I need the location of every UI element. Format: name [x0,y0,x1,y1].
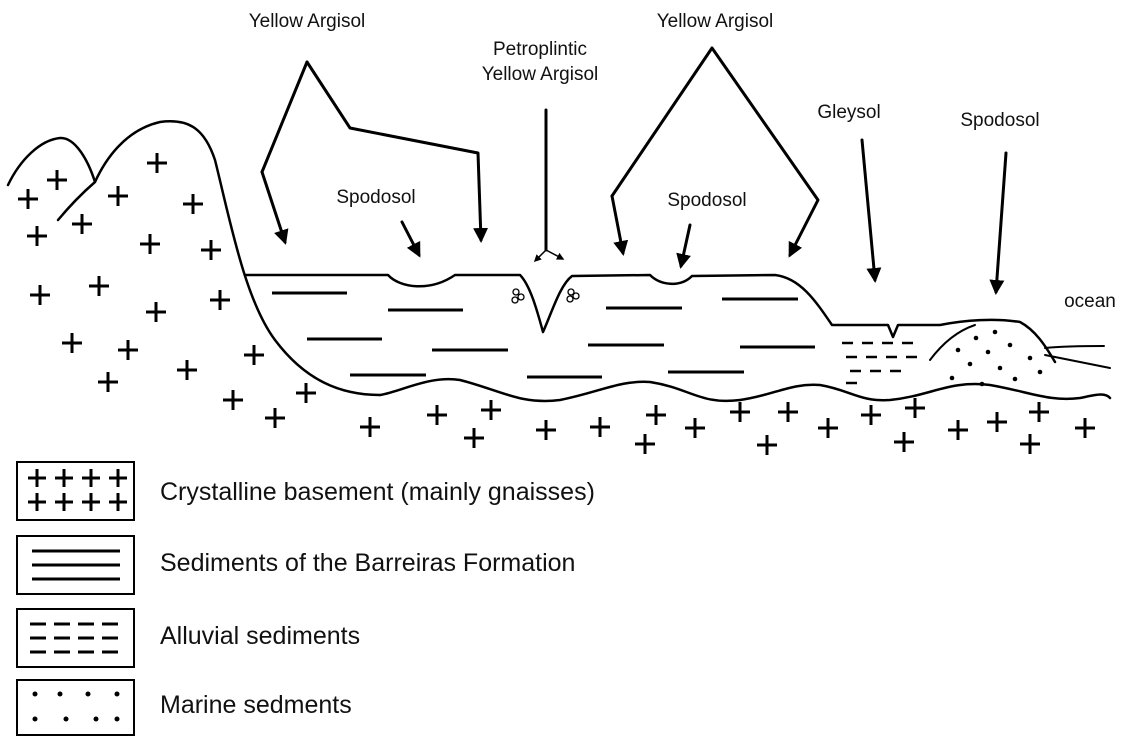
arrow-spodosol-left [402,222,419,255]
arrow-spodosol-middle [681,225,690,266]
cross-mark [265,408,285,428]
legend: Crystalline basement (mainly gnaisses) S… [17,462,595,735]
alluvial-sediments [842,343,917,383]
cross-mark [223,390,243,410]
label-yellow-argisol-left: Yellow Argisol [249,11,366,32]
arrow-spodosol-right [996,153,1006,292]
cross-mark [536,420,556,440]
label-petroplintic-line2: Yellow Argisol [482,64,599,85]
cross-mark [140,234,160,254]
cross-mark [27,226,47,246]
arrow-yellow-argisol-right-left [612,196,623,253]
label-spodosol-right: Spodosol [960,110,1039,131]
label-ocean: ocean [1064,291,1116,312]
cross-mark [905,398,925,418]
cross-mark [646,405,666,425]
cross-mark [685,418,705,438]
cross-mark [30,285,50,305]
barreiras-sediments [272,293,815,377]
cross-mark [948,420,968,440]
legend-item-crystalline: Crystalline basement (mainly gnaisses) [17,462,595,520]
legend-item-marine: Marine sedments [17,680,352,735]
cross-mark [464,428,484,448]
legend-item-barreiras: Sediments of the Barreiras Formation [17,536,575,594]
cross-mark [778,402,798,422]
cross-mark [757,435,777,455]
label-petroplintic-line1: Petroplintic [493,39,587,60]
cross-mark [427,405,447,425]
cross-mark [210,290,230,310]
legend-swatch-dots [17,680,134,735]
arrow-yellow-argisol-left-branch [262,62,307,172]
cross-mark [1075,418,1095,438]
arrow-yellow-argisol-left [307,62,481,240]
cross-mark [108,186,128,206]
arrow-yellow-argisol-right [612,48,818,255]
label-gleysol: Gleysol [817,102,880,123]
cross-mark [894,432,914,452]
petroplintic-small-arrows [535,250,563,261]
cross-mark [72,214,92,234]
annotation-arrows [262,48,1006,292]
cross-mark [481,400,501,420]
label-spodosol-left: Spodosol [336,187,415,208]
arrow-gleysol [862,140,875,280]
cross-mark [987,412,1007,432]
cross-mark [861,405,881,425]
crystalline-basement-crosses [18,153,1095,455]
cross-mark [360,417,380,437]
arrow-yellow-argisol-left-tip [262,172,285,242]
cross-mark [118,340,138,360]
cross-mark [177,360,197,380]
dune-left [930,325,975,360]
cross-mark [183,194,203,214]
hill-inner-ridge [58,182,95,220]
sediment-base [380,379,1110,401]
cross-mark [1020,434,1040,454]
legend-label-alluvial: Alluvial sediments [160,622,360,650]
cross-mark [146,302,166,322]
marine-sediments [950,330,1043,387]
cross-mark [244,345,264,365]
cross-mark [18,189,38,209]
cross-mark [296,383,316,403]
cross-mark [98,372,118,392]
legend-swatch-crosses [17,462,134,520]
cross-mark [818,418,838,438]
cross-mark [201,240,221,260]
ocean-line-1 [1045,346,1104,348]
cross-mark [590,417,610,437]
label-yellow-argisol-right: Yellow Argisol [657,11,774,32]
cross-mark [635,434,655,454]
plateau-surface [245,275,1055,362]
hill-outline [8,121,380,395]
legend-label-crystalline: Crystalline basement (mainly gnaisses) [160,478,595,506]
cross-mark [730,402,750,422]
cross-mark [62,333,82,353]
cross-mark [1029,402,1049,422]
cross-mark [147,153,167,173]
legend-label-barreiras: Sediments of the Barreiras Formation [160,549,575,577]
petroplintic-nodules [512,289,579,303]
label-spodosol-middle: Spodosol [667,190,746,211]
cross-mark [89,276,109,296]
legend-label-marine: Marine sedments [160,691,352,719]
cross-mark [47,170,67,190]
legend-item-alluvial: Alluvial sediments [17,609,360,667]
